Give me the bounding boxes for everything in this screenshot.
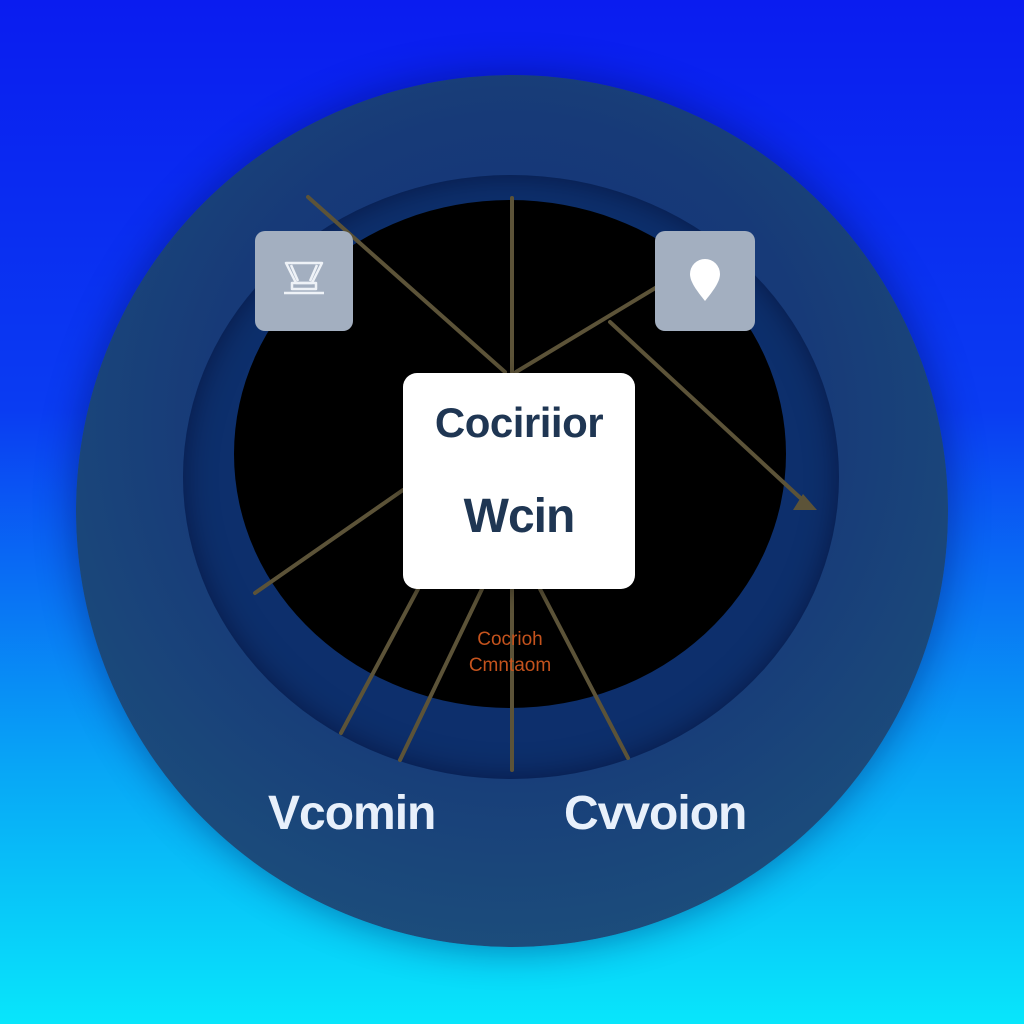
caption-line-2: Cmntaom [468,655,552,676]
printer-tray-icon [284,261,324,295]
connector-line [339,587,420,735]
bottom-label-right: Cvvoion [564,787,747,840]
connector-line [398,587,484,762]
arrowhead [793,494,817,510]
caption-line-1: Cocrioh [477,629,543,650]
connector-line [253,488,405,595]
connector-line [538,587,630,760]
card-subtitle: Wcin [463,490,576,543]
bottom-label-left: Vcomin [268,787,436,840]
connector-line [608,320,810,507]
location-pin-icon [690,259,720,301]
center-card[interactable]: Cociriior Wcin [403,373,635,589]
printer-tray-tile[interactable] [255,231,353,331]
connector-line [514,285,659,374]
card-title: Cociriior [434,399,604,446]
connector-line [306,195,507,374]
location-pin-tile[interactable] [655,231,755,331]
